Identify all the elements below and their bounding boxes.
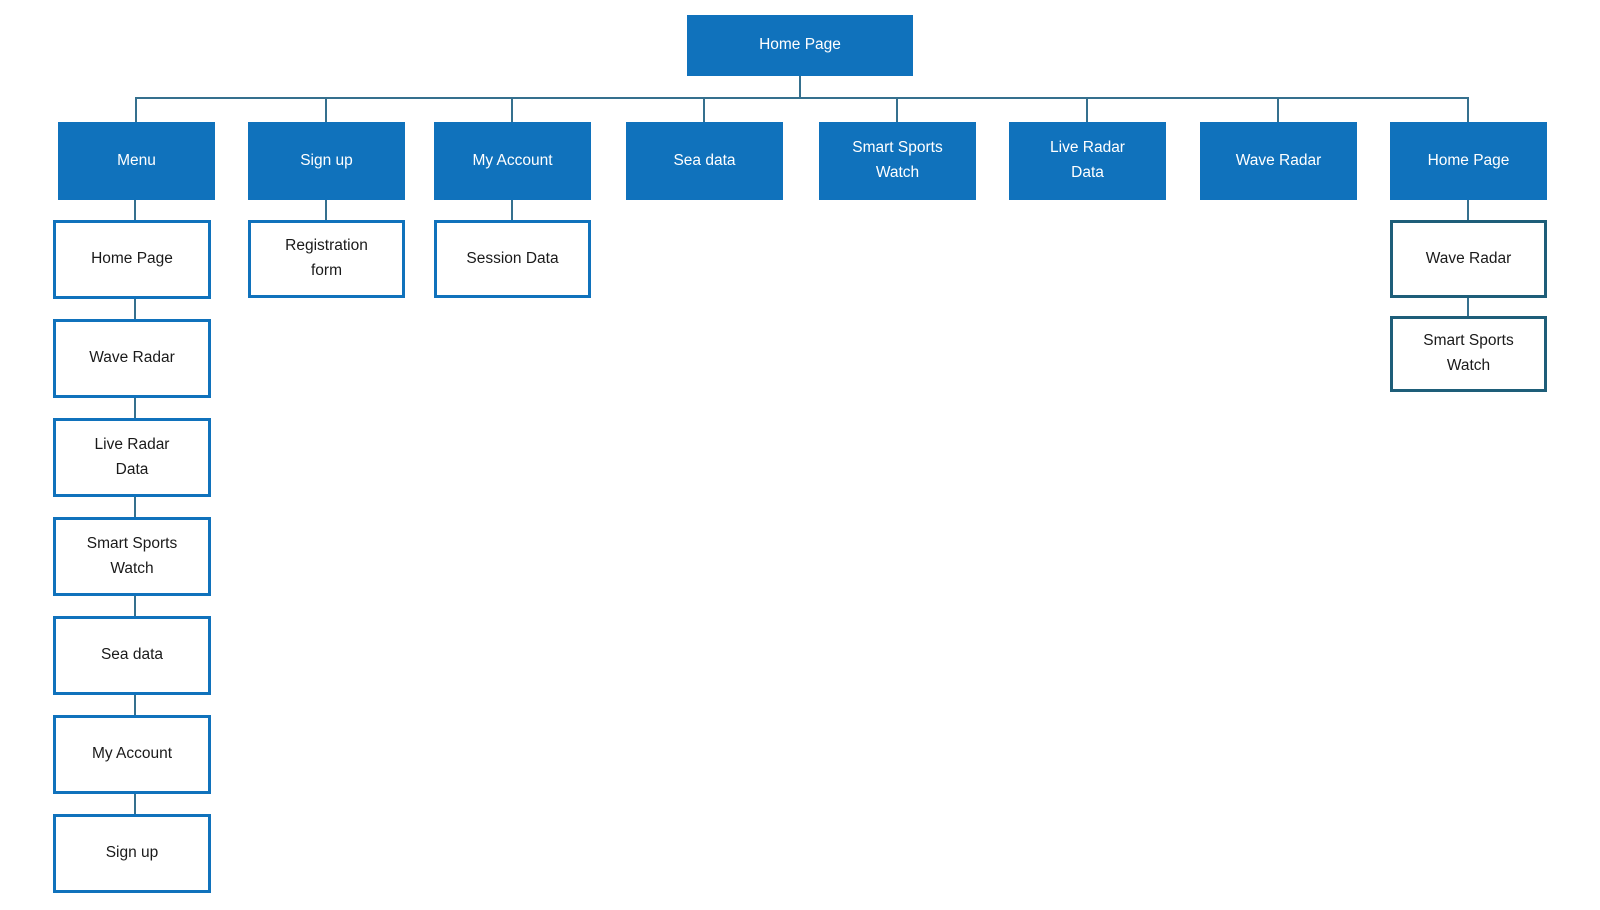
node-wave-radar: Wave Radar	[1200, 122, 1357, 200]
node-menu-wave-radar-label: Wave Radar	[89, 349, 175, 367]
node-menu-label: Menu	[117, 151, 156, 169]
connector-stub-sign-up	[325, 97, 327, 122]
node-sign-up-label: Sign up	[300, 151, 353, 169]
node-registration-form-label: Registration form	[285, 237, 368, 279]
node-menu-smart-sports-watch: Smart Sports Watch	[53, 517, 211, 596]
node-session-data-label: Session Data	[466, 249, 559, 267]
node-home-page-root-label: Home Page	[759, 36, 841, 54]
connector-menu-child-5	[134, 596, 136, 616]
node-live-radar-data: Live Radar Data	[1009, 122, 1166, 200]
node-registration-form: Registration form	[248, 220, 405, 298]
node-menu-sea-data: Sea data	[53, 616, 211, 695]
connector-trunk-horizontal	[135, 97, 1469, 99]
node-home-page-2: Home Page	[1390, 122, 1547, 200]
connector-stub-live-radar-data	[1086, 97, 1088, 122]
connector-home-page-2-child-2	[1467, 298, 1469, 316]
node-menu-sign-up: Sign up	[53, 814, 211, 893]
connector-menu-child-1	[134, 200, 136, 220]
node-menu-sea-data-label: Sea data	[100, 646, 164, 664]
connector-menu-child-3	[134, 398, 136, 418]
node-home-page-2-wave-radar-label: Wave Radar	[1425, 249, 1512, 267]
node-menu-home-page: Home Page	[53, 220, 211, 299]
connector-stub-wave-radar	[1277, 97, 1279, 122]
node-sea-data: Sea data	[626, 122, 783, 200]
connector-stub-smart-sports-watch	[896, 97, 898, 122]
node-smart-sports-watch: Smart Sports Watch	[819, 122, 976, 200]
node-menu-live-radar-data-label: Live Radar Data	[94, 435, 170, 478]
node-menu-smart-sports-watch-label: Smart Sports Watch	[86, 534, 178, 577]
node-menu-wave-radar: Wave Radar	[53, 319, 211, 398]
node-home-page-2-smart-sports-watch: Smart Sports Watch	[1390, 316, 1547, 392]
connector-home-page-2-child-1	[1467, 200, 1469, 220]
connector-stub-sea-data	[703, 97, 705, 122]
node-home-page-2-smart-sports-watch-label: Smart Sports Watch	[1423, 332, 1514, 374]
node-menu-my-account: My Account	[53, 715, 211, 794]
node-menu: Menu	[58, 122, 215, 200]
node-menu-home-page-label: Home Page	[91, 250, 173, 268]
connector-menu-child-4	[134, 497, 136, 517]
node-home-page-2-wave-radar: Wave Radar	[1390, 220, 1547, 298]
node-sea-data-label: Sea data	[673, 151, 736, 169]
connector-menu-child-2	[134, 299, 136, 319]
connector-stub-my-account	[511, 97, 513, 122]
node-my-account-label: My Account	[472, 151, 553, 169]
node-home-page-root: Home Page	[687, 15, 913, 76]
node-smart-sports-watch-label: Smart Sports Watch	[852, 139, 943, 181]
connector-stub-home-page-2	[1467, 97, 1469, 122]
node-menu-my-account-label: My Account	[91, 745, 173, 763]
connector-menu-child-6	[134, 695, 136, 715]
connector-sign-up-child	[325, 200, 327, 220]
connector-my-account-child	[511, 200, 513, 220]
connector-root-down	[799, 76, 801, 98]
node-session-data: Session Data	[434, 220, 591, 298]
connector-menu-child-7	[134, 794, 136, 814]
connector-stub-menu	[135, 97, 137, 122]
node-wave-radar-label: Wave Radar	[1235, 151, 1322, 169]
node-menu-live-radar-data: Live Radar Data	[53, 418, 211, 497]
node-home-page-2-label: Home Page	[1427, 151, 1510, 169]
node-live-radar-data-label: Live Radar Data	[1050, 139, 1125, 181]
node-menu-sign-up-label: Sign up	[105, 844, 159, 862]
node-my-account: My Account	[434, 122, 591, 200]
node-sign-up: Sign up	[248, 122, 405, 200]
